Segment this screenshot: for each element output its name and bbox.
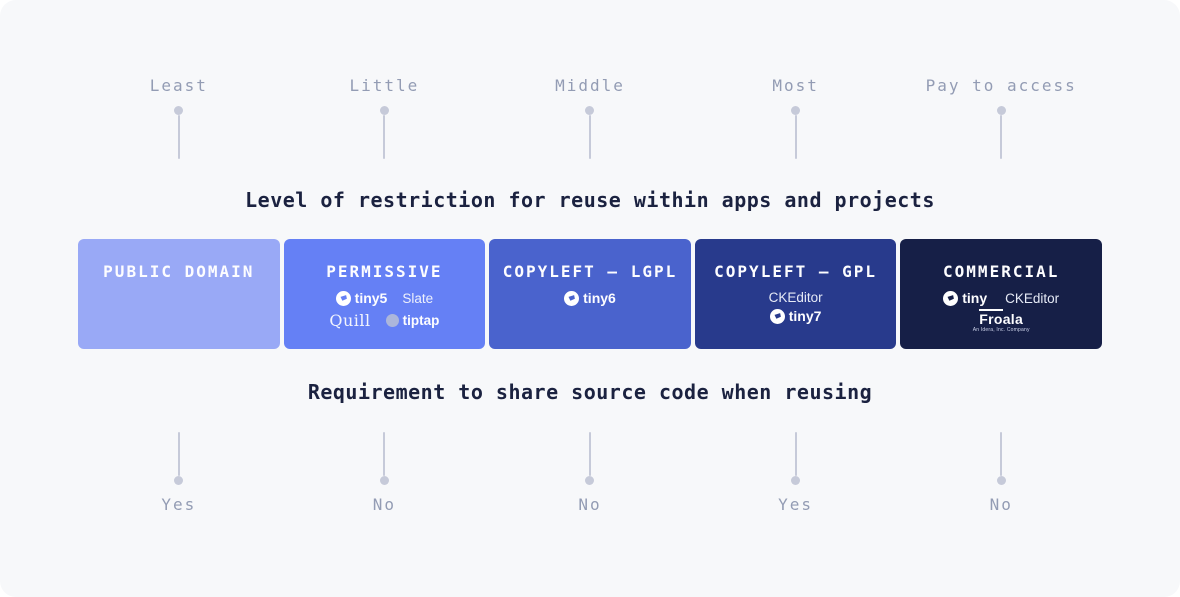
share-label: No [578,495,602,514]
card-copyleft-lgpl: COPYLEFT — LGPL tiny6 [489,239,691,349]
card-logos: tiny CKEditor Froala An Idera, Inc. Comp… [943,290,1059,333]
tiny5-logo-text: tiny5 [354,290,388,306]
restriction-scale: Least Little Middle Most Pay to access [78,76,1102,159]
pin-line [383,115,386,159]
pin-line [588,432,591,476]
tiptap-logo-text: tiptap [402,313,440,328]
restriction-section-title: Level of restriction for reuse within ap… [245,188,935,212]
card-copyleft-gpl: COPYLEFT — GPL CKEditor tiny7 [694,239,897,349]
logo-row: tiny5 Slate [335,290,434,306]
tiny7-logo-text: tiny7 [788,308,822,324]
froala-logo-text: Froala [979,309,1024,327]
share-source-section-title: Requirement to share source code when re… [307,380,873,404]
pin-line [1000,115,1003,159]
pin-line [588,115,591,159]
pin-line [177,115,180,159]
pin-dot [379,476,389,485]
slate-logo-text: Slate [402,290,434,306]
pin-dot [996,106,1006,115]
share-label: No [989,495,1013,514]
card-commercial: COMMERCIAL tiny CKEditor Froala An Idera… [900,239,1102,349]
tiny-logo-icon [564,290,580,306]
restriction-label: Least [149,76,208,95]
card-title: PUBLIC DOMAIN [103,262,255,281]
tiny-logo: tiny [943,290,987,306]
card-title: COMMERCIAL [943,262,1060,281]
share-label: Yes [778,495,814,514]
pin-dot [379,106,389,115]
share-pin-public-domain: Yes [78,432,280,515]
logo-row: Quill tiptap [329,311,439,330]
restriction-label: Pay to access [925,76,1077,95]
tiny-logo-icon [943,290,959,306]
restriction-label: Middle [555,76,625,95]
logo-row: tiny CKEditor [943,290,1059,306]
pin-dot [585,476,595,485]
share-label: Yes [161,495,197,514]
restriction-pin-pay: Pay to access [900,76,1102,159]
share-pin-copyleft-lgpl: No [489,432,691,515]
card-title: COPYLEFT — GPL [714,262,878,281]
card-logos: tiny5 Slate Quill tiptap [329,290,439,330]
restriction-pin-least: Least [78,76,280,159]
restriction-label: Little [349,76,420,95]
pin-dot [996,476,1006,485]
quill-logo-text: Quill [329,311,371,330]
pin-dot [585,106,595,115]
tiny7-logo: tiny7 [769,308,822,324]
tiny-logo-icon [769,308,785,324]
pin-line [794,432,797,476]
restriction-pin-little: Little [284,76,486,159]
pin-dot [174,476,184,485]
card-title: PERMISSIVE [326,262,443,281]
pin-line [794,115,797,159]
tiny6-logo-text: tiny6 [583,290,616,306]
tiptap-logo-icon [385,314,399,327]
pin-dot [174,106,184,115]
share-pin-copyleft-gpl: Yes [695,432,897,515]
froala-logo-subtext: An Idera, Inc. Company [972,327,1030,333]
tiptap-logo: tiptap [385,313,440,328]
license-cards-row: PUBLIC DOMAIN PERMISSIVE tiny5 Slate Qu [78,239,1102,349]
share-pin-permissive: No [284,432,486,515]
tiny6-logo: tiny6 [564,290,616,306]
share-label: No [372,495,397,514]
pin-line [383,432,386,476]
card-title: COPYLEFT — LGPL [502,262,678,281]
restriction-label: Most [772,76,819,95]
ckeditor-logo-text: CKEditor [1005,290,1060,306]
pin-line [1000,432,1003,476]
froala-logo: Froala An Idera, Inc. Company [972,309,1030,333]
card-logos: tiny6 [564,290,616,306]
card-public-domain: PUBLIC DOMAIN [78,239,280,349]
card-permissive: PERMISSIVE tiny5 Slate Quill [283,239,486,349]
restriction-pin-most: Most [695,76,897,159]
tiny-logo-text: tiny [962,290,988,306]
share-pin-commercial: No [900,432,1102,515]
restriction-pin-middle: Middle [489,76,691,159]
tiny-logo-icon [335,290,351,306]
card-logos: CKEditor tiny7 [769,290,823,324]
share-source-scale: Yes No No Yes No [78,432,1102,515]
tiny5-logo: tiny5 [335,290,388,306]
ckeditor-logo-text: CKEditor [768,290,823,305]
pin-dot [791,106,801,115]
pin-dot [791,476,801,485]
pin-line [177,432,180,476]
